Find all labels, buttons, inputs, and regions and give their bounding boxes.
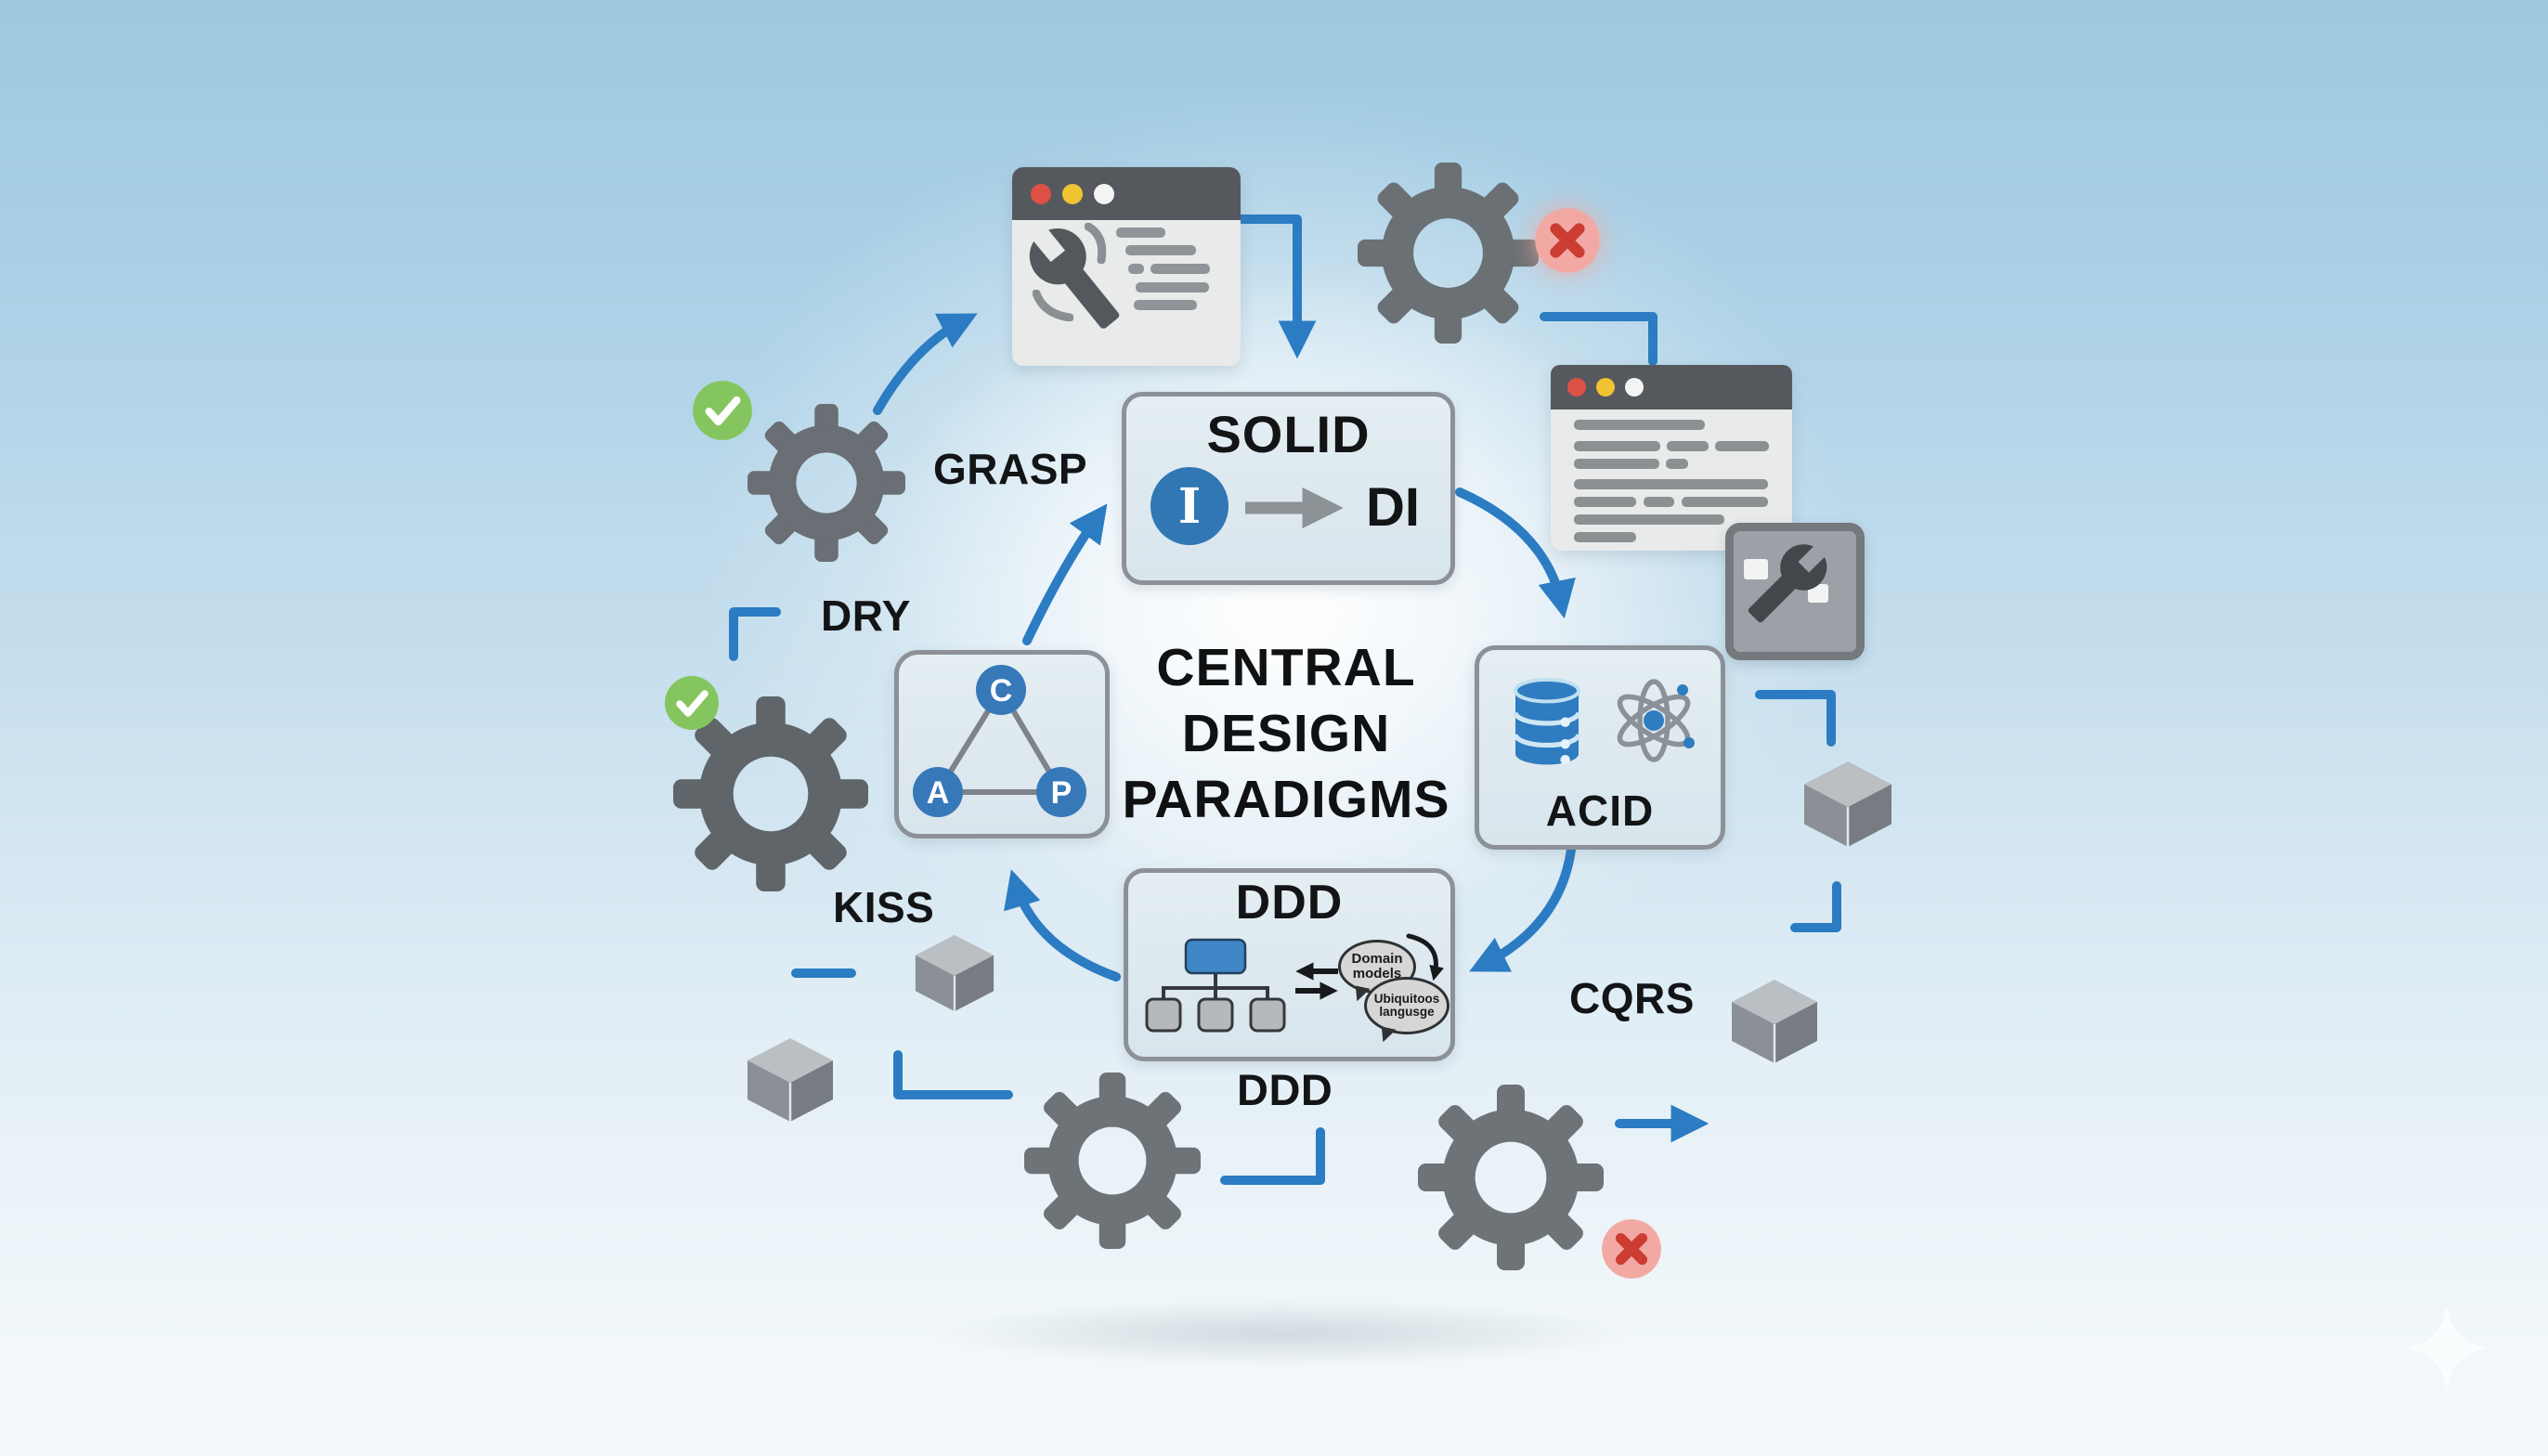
interface-letter-circle: I (1150, 467, 1228, 545)
text-line (1574, 479, 1768, 489)
swap-arrows-icon (1295, 962, 1338, 1000)
elbow-connector-top-right (1540, 312, 1658, 366)
text-line (1644, 497, 1674, 507)
solid-title: SOLID (1206, 405, 1371, 463)
label-grasp: GRASP (933, 445, 1088, 493)
text-line (1682, 497, 1768, 507)
flow-arrow-browser-to-solid (1237, 214, 1317, 359)
browser-window-code (1551, 365, 1792, 551)
window-dot-white-icon (1094, 184, 1114, 204)
check-badge-icon (664, 675, 720, 731)
text-line (1574, 514, 1724, 525)
panel-square (1808, 584, 1828, 603)
acid-title: ACID (1545, 786, 1655, 835)
window-dot-yellow-icon (1062, 184, 1083, 204)
cap-box: C A P (894, 650, 1110, 838)
window-dot-yellow-icon (1596, 378, 1615, 396)
elbow-connector-right-upper (1755, 690, 1836, 747)
floor-shadow (817, 1289, 1746, 1378)
sparkle-logo-icon (2404, 1306, 2490, 1391)
window-dot-red-icon (1031, 184, 1051, 204)
tools-panel-icon (1725, 523, 1865, 660)
flow-arrow-acid-to-ddd (1469, 845, 1576, 972)
motion-arc-icon (1033, 290, 1073, 321)
elbow-connector-right-lower (1790, 881, 1841, 932)
text-line (1574, 420, 1705, 430)
maps-to-arrow-icon (1245, 487, 1344, 529)
text-line (1128, 264, 1144, 274)
flow-arrow-solid-to-acid (1455, 488, 1576, 619)
x-badge-icon (1534, 207, 1601, 274)
text-line (1574, 532, 1636, 542)
elbow-connector-below-ddd (1220, 1127, 1325, 1185)
text-line (1666, 459, 1688, 469)
text-line (1574, 497, 1636, 507)
x-badge-icon (1601, 1218, 1662, 1280)
database-icon (1513, 677, 1581, 765)
text-line (1715, 441, 1769, 451)
bubble-text: Ubiquitoos (1373, 991, 1440, 1006)
window-dot-white-icon (1625, 378, 1644, 396)
text-line (1574, 441, 1660, 451)
page-title-line3: PARADIGMS (1122, 770, 1450, 829)
text-line (1574, 459, 1659, 469)
cube-icon (912, 933, 997, 1013)
elbow-connector-dry (729, 607, 781, 661)
flow-arrow-ddd-to-cap (1004, 869, 1121, 982)
wrench-icon (1745, 540, 1830, 626)
window-dot-red-icon (1567, 378, 1586, 396)
page-title: CENTRAL DESIGN PARADIGMS (1049, 635, 1523, 833)
flow-arrow-cap-to-solid (1022, 503, 1108, 645)
cube-icon (743, 1036, 838, 1124)
label-cqrs: CQRS (1569, 974, 1695, 1022)
label-ddd: DDD (1237, 1065, 1333, 1114)
label-dry: DRY (821, 592, 911, 640)
gear-icon (1024, 1072, 1201, 1249)
curved-arrow-icon (1406, 933, 1444, 982)
gear-icon (748, 404, 905, 562)
cube-icon (1800, 760, 1896, 849)
cap-node-c: C (990, 673, 1013, 708)
org-chart-icon (1145, 938, 1286, 1033)
bubble-text: models (1352, 966, 1402, 982)
browser-title-bar (1551, 365, 1792, 410)
bubble-text: Domain (1351, 951, 1403, 968)
motion-arc-icon (1085, 223, 1107, 264)
speech-bubble-language: Ubiquitoos langusge (1364, 977, 1450, 1034)
page-title-line2: DESIGN (1181, 704, 1391, 763)
solid-box: SOLID I DI (1122, 392, 1455, 585)
label-kiss: KISS (833, 883, 935, 931)
cap-triangle-icon: C A P (913, 665, 1086, 817)
cube-icon (1728, 978, 1821, 1065)
text-line (1150, 264, 1210, 274)
atom-icon (1617, 679, 1695, 762)
text-line (1116, 228, 1165, 238)
panel-square (1744, 559, 1768, 579)
acid-box: ACID (1475, 645, 1725, 850)
browser-window-tools (1012, 167, 1241, 366)
gear-icon (1358, 162, 1539, 344)
ddd-box: DDD Domain models Ubiquitoos langusge (1124, 868, 1455, 1061)
page-title-line1: CENTRAL (1156, 638, 1416, 697)
flow-arrow-gear-to-browser (873, 313, 978, 415)
text-line (1136, 282, 1209, 292)
text-line (1667, 441, 1709, 451)
check-badge-icon (692, 380, 753, 441)
gear-icon (1418, 1085, 1604, 1270)
bubble-text: langusge (1379, 1005, 1435, 1019)
text-line (1134, 300, 1197, 310)
di-label: DI (1366, 477, 1420, 538)
cap-node-a: A (927, 775, 950, 811)
browser-title-bar (1012, 167, 1241, 220)
text-line (1125, 245, 1196, 255)
ddd-title: DDD (1235, 876, 1344, 930)
interface-letter: I (1177, 477, 1202, 535)
elbow-connector-below-kiss (893, 1050, 1013, 1099)
cap-node-p: P (1051, 775, 1072, 811)
